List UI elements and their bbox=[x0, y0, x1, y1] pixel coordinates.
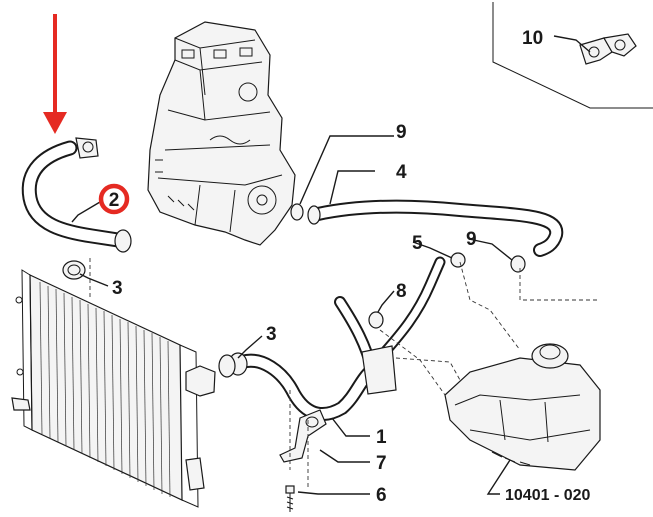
clamp-5 bbox=[450, 252, 466, 268]
highlight-ring bbox=[98, 183, 130, 215]
clip-10 bbox=[579, 33, 637, 65]
clamp-9a bbox=[290, 203, 304, 221]
callout-5: 5 bbox=[412, 233, 423, 254]
callout-6: 6 bbox=[376, 485, 387, 506]
bracket-7 bbox=[279, 409, 327, 463]
hose-1 bbox=[228, 256, 446, 421]
callout-3a: 3 bbox=[112, 278, 123, 299]
red-arrow-indicator bbox=[43, 14, 67, 134]
clamp-9b bbox=[510, 255, 526, 273]
clamp-3a bbox=[62, 260, 86, 280]
drawing-reference: 10401 - 020 bbox=[505, 487, 591, 504]
callout-7: 7 bbox=[376, 453, 387, 474]
leader-lines bbox=[71, 35, 591, 495]
bolt-6 bbox=[285, 485, 295, 512]
callout-1: 1 bbox=[376, 427, 387, 448]
callout-9a: 9 bbox=[396, 122, 407, 143]
callout-3b: 3 bbox=[266, 324, 277, 345]
hose-2 bbox=[21, 137, 132, 253]
callout-2: 2 bbox=[109, 190, 120, 211]
hose-4 bbox=[307, 199, 564, 257]
clamp-8 bbox=[368, 311, 384, 329]
callout-8: 8 bbox=[396, 281, 407, 302]
expansion-tank bbox=[444, 343, 601, 471]
clamp-3b bbox=[218, 354, 236, 378]
inset-panel bbox=[492, 2, 653, 109]
guide-lines bbox=[89, 258, 600, 488]
callout-9b: 9 bbox=[466, 229, 477, 250]
engine-block bbox=[147, 21, 296, 246]
callout-10: 10 bbox=[522, 28, 543, 49]
callout-4: 4 bbox=[396, 162, 407, 183]
radiator bbox=[11, 269, 216, 508]
